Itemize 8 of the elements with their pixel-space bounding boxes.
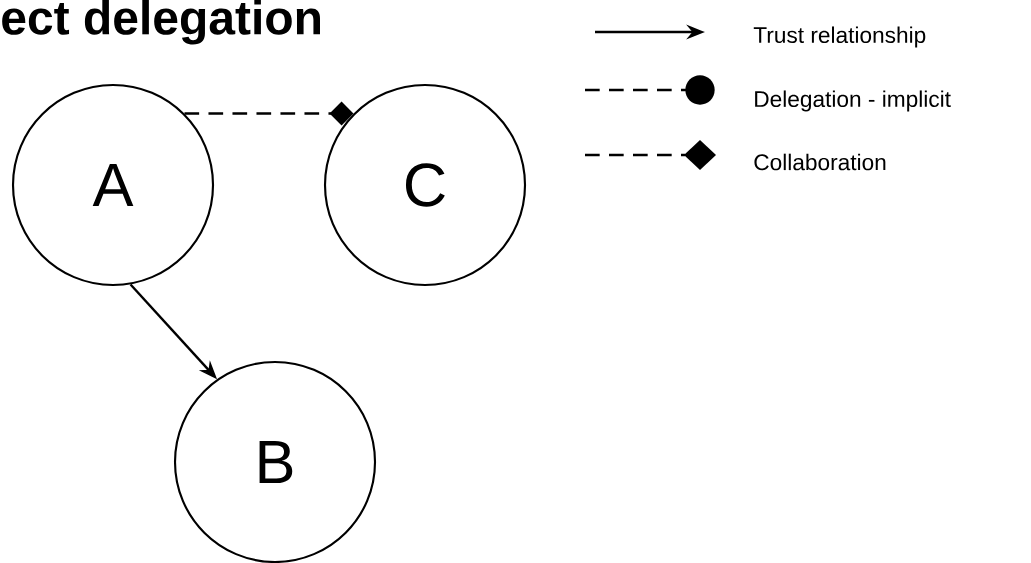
legend-label: Collaboration bbox=[754, 153, 886, 171]
circle-node: A bbox=[11, 83, 215, 287]
circle-node: B bbox=[173, 360, 377, 563]
circle-node: C bbox=[323, 83, 527, 287]
legend-label: Delegation - implicit bbox=[755, 90, 951, 112]
title: ect delegation bbox=[2, 0, 320, 45]
legend-label: Trust relationship bbox=[753, 26, 926, 48]
arrow bbox=[184, 101, 354, 126]
